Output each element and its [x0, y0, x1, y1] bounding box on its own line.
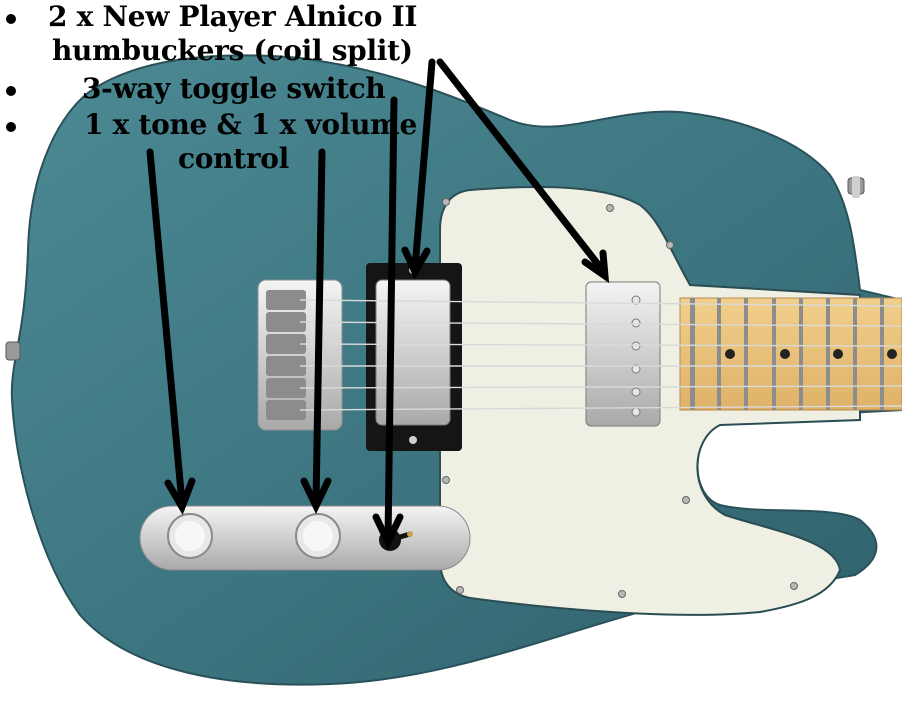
bridge-humbucker: [366, 263, 462, 451]
strap-button: [5, 341, 21, 361]
arrow-to-neck-pickup: [436, 58, 610, 284]
bullet-dot: [6, 86, 16, 96]
arrow-to-volume: [300, 148, 332, 515]
controls-spec-line-2: control: [178, 142, 289, 175]
bridge: [257, 279, 343, 431]
switch-spec-line-1: 3-way toggle switch: [82, 72, 386, 105]
bullet-dot: [6, 14, 16, 24]
spec-annotations: 2 x New Player Alnico II humbuckers (coi…: [0, 0, 902, 200]
neck-humbucker: [585, 281, 661, 427]
pickup-spec-line-1: 2 x New Player Alnico II: [48, 0, 418, 33]
pickguard-screws: [442, 198, 798, 598]
neck: [679, 297, 902, 411]
arrow-to-tone: [146, 148, 196, 516]
annotation-arrows: [146, 58, 610, 551]
controls-spec-line-1: 1 x tone & 1 x volume: [84, 108, 417, 141]
strings: [299, 299, 902, 411]
strap-button: [847, 176, 865, 198]
bullet-dot: [6, 122, 16, 132]
arrow-to-toggle: [372, 96, 404, 551]
tone-knob: [167, 513, 213, 559]
arrow-to-bridge-pickup: [401, 58, 436, 280]
pickup-spec-line-2: humbuckers (coil split): [52, 34, 413, 67]
volume-knob: [295, 513, 341, 559]
